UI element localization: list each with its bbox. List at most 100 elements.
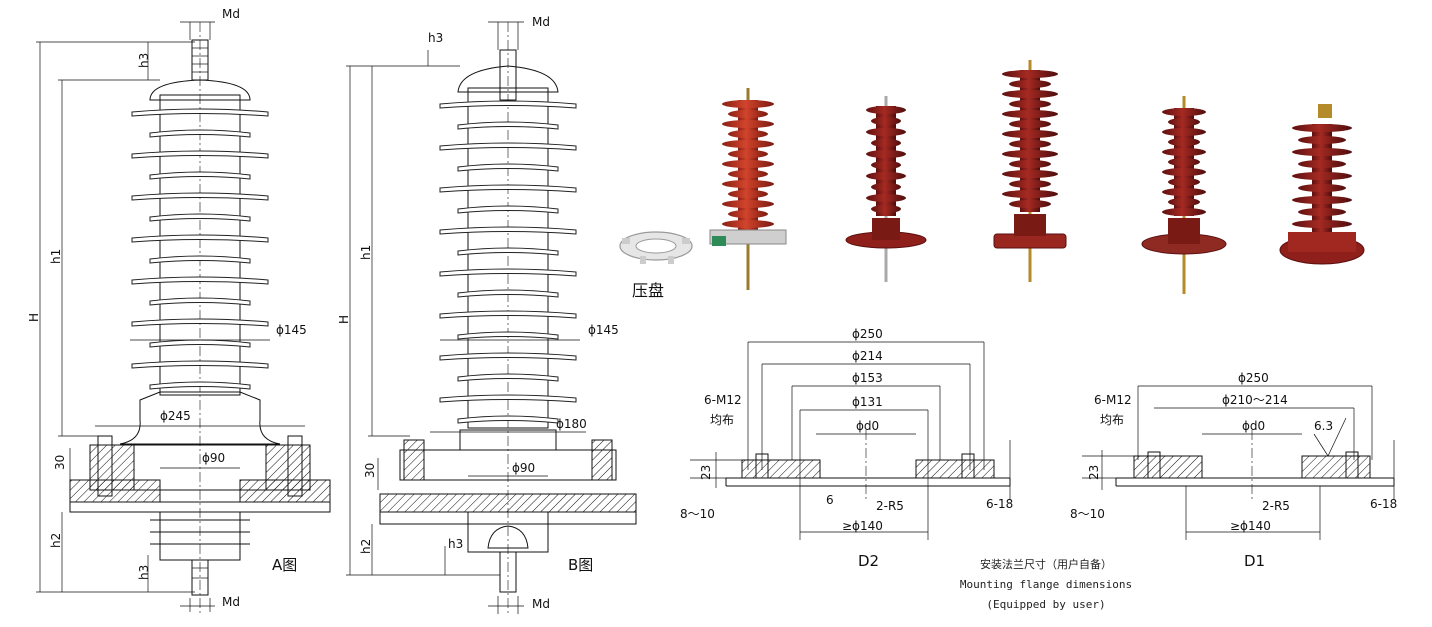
shed (439, 100, 577, 109)
d2-r5-label: 2-R5 (876, 499, 904, 513)
d2-range1-label: 8～10 (680, 507, 715, 521)
shed (457, 289, 559, 298)
shed (149, 171, 251, 180)
photo-shed (1162, 168, 1206, 176)
d1-d250-label: ϕ250 (1238, 371, 1269, 385)
shed (149, 213, 251, 222)
photo-shed (1009, 160, 1051, 168)
photo-shed (1168, 178, 1200, 186)
b-H-label: H (337, 315, 351, 324)
figure-a-drawing (36, 21, 331, 615)
d1-d140-label: ≥ϕ140 (1230, 519, 1271, 533)
photo-shed (722, 220, 774, 228)
photo-shed (1002, 190, 1058, 198)
photo-shed (871, 117, 901, 125)
a-md-top-label: Md (222, 7, 240, 21)
d2-t23-label: 23 (699, 465, 713, 480)
shed (149, 255, 251, 264)
photo-shed (1162, 208, 1206, 216)
sheds-group-a (131, 108, 269, 390)
photo-shed (728, 130, 768, 138)
photo-shed (1009, 80, 1051, 88)
photo-shed (866, 150, 906, 158)
a-h1-label: h1 (49, 249, 63, 264)
d1-d210-label: ϕ210～214 (1222, 393, 1288, 407)
shed (131, 360, 269, 369)
a-md-bottom-label: Md (222, 595, 240, 609)
photo-shed (1009, 100, 1051, 108)
a-d245-label: ϕ245 (160, 409, 191, 423)
shed (131, 108, 269, 117)
shed (131, 318, 269, 327)
b-h3-bottom-label: h3 (448, 537, 463, 551)
a-d90-label: ϕ90 (202, 451, 225, 465)
photo-shed (1298, 136, 1346, 144)
photo-shed (728, 190, 768, 198)
shed (439, 394, 577, 403)
photo-shed (728, 170, 768, 178)
photo-shed (1009, 120, 1051, 128)
shed (131, 276, 269, 285)
arrester-photo-1 (709, 88, 787, 290)
d2-d153-label: ϕ153 (852, 371, 883, 385)
arrester-photo-2 (845, 96, 927, 282)
photo-shed (728, 150, 768, 158)
b-h1-label: h1 (359, 245, 373, 260)
photo-shed (1009, 140, 1051, 148)
photo-shed (866, 194, 906, 202)
b-md-bottom-label: Md (532, 597, 550, 611)
shed (149, 339, 251, 348)
d1-t23-label: 23 (1087, 465, 1101, 480)
photo-shed (728, 110, 768, 118)
shed (457, 205, 559, 214)
photo-shed (1292, 196, 1352, 204)
photo-shed (722, 100, 774, 108)
shed (131, 234, 269, 243)
b-d90-label: ϕ90 (512, 461, 535, 475)
shed (149, 297, 251, 306)
photo-shed (722, 200, 774, 208)
note-line-1: 安装法兰尺寸（用户自备） (980, 557, 1112, 571)
d2-uniform-label: 均布 (710, 413, 734, 427)
photo-shed (728, 210, 768, 218)
photo-shed (1298, 208, 1346, 216)
shed (457, 121, 559, 130)
photo-shed (866, 106, 906, 114)
b-30-label: 30 (363, 463, 377, 478)
d2-dd0-label: ϕd0 (856, 419, 879, 433)
flange-d1-caption: D1 (1244, 552, 1265, 570)
flange-d1-drawing (1082, 385, 1395, 540)
d1-bolts-label: 6-M12 (1094, 393, 1132, 407)
d1-uniform-label: 均布 (1100, 413, 1124, 427)
shed (439, 184, 577, 193)
shed (457, 247, 559, 256)
photo-shed (1002, 150, 1058, 158)
b-h2-label: h2 (359, 539, 373, 554)
photo-shed (722, 160, 774, 168)
b-d145-label: ϕ145 (588, 323, 619, 337)
photo-shed (871, 183, 901, 191)
flange-d2-drawing (690, 341, 1011, 540)
photo-shed (1292, 220, 1352, 228)
b-md-top-label: Md (532, 15, 550, 29)
photo-shed (1002, 110, 1058, 118)
photo-shed (1168, 138, 1200, 146)
shed (439, 226, 577, 235)
photo-shed (1002, 70, 1058, 78)
shed (457, 373, 559, 382)
photo-shed (722, 180, 774, 188)
photo-shed (1168, 198, 1200, 206)
shed (131, 150, 269, 159)
photo-shed (1162, 148, 1206, 156)
a-30-label: 30 (53, 455, 67, 470)
shed (457, 415, 559, 424)
photo-shed (1002, 90, 1058, 98)
photo-shed (871, 205, 901, 213)
photo-shed (1292, 172, 1352, 180)
photo-shed (1162, 108, 1206, 116)
b-d180-label: ϕ180 (556, 417, 587, 431)
photo-shed (1162, 188, 1206, 196)
d2-six-label: 6 (826, 493, 834, 507)
photo-shed (1168, 158, 1200, 166)
arrester-photo-3 (993, 60, 1067, 282)
